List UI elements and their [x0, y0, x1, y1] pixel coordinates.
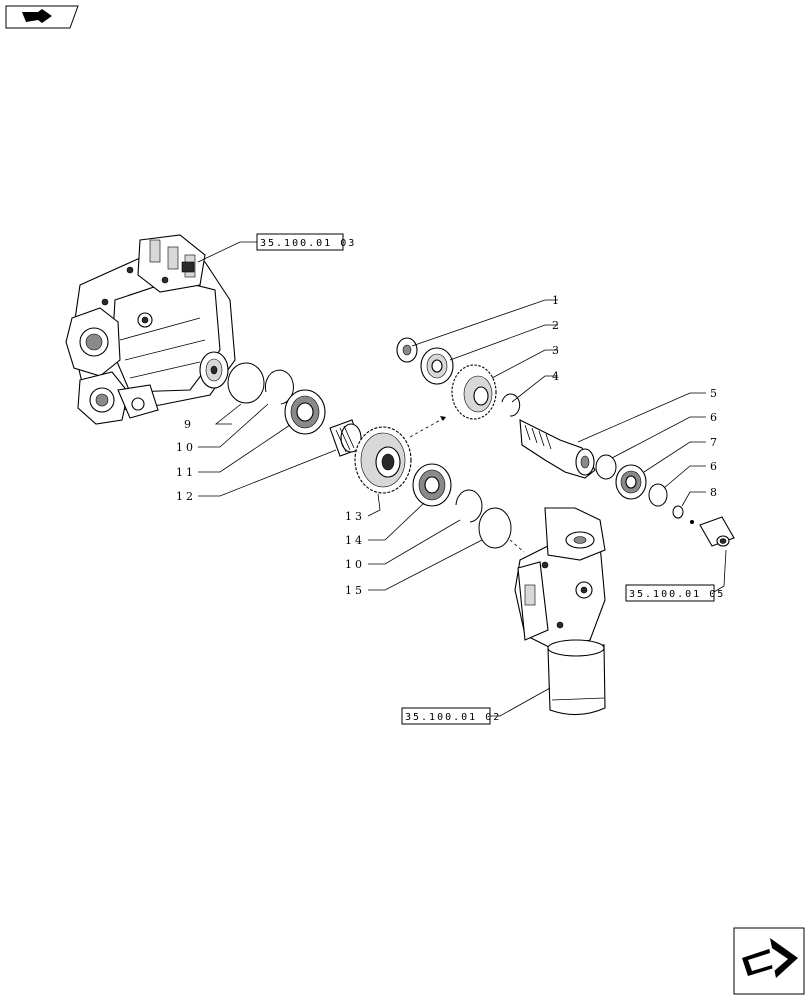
callout-14: 14 — [345, 534, 365, 547]
drive-shaft-5 — [519, 419, 596, 479]
callout-4: 4 — [552, 370, 562, 383]
coupling-sleeve — [690, 516, 735, 547]
filter-valve-assembly — [514, 507, 606, 716]
flip-arrow-icon[interactable] — [5, 5, 79, 29]
callout-9: 9 — [184, 418, 194, 431]
o-ring-15 — [478, 507, 512, 549]
snap-ring-10b — [455, 489, 483, 523]
callout-7: 7 — [710, 436, 720, 449]
callout-1: 1 — [552, 294, 562, 307]
reference-box-right[interactable]: 35.100.01 05 — [625, 584, 725, 602]
callout-3: 3 — [552, 344, 562, 357]
callout-8: 8 — [710, 486, 720, 499]
svg-text:35.100.01 03: 35.100.01 03 — [260, 238, 356, 249]
callout-13: 13 — [345, 510, 365, 523]
needle-bearing-12 — [329, 419, 363, 457]
washer-1 — [396, 337, 418, 363]
o-ring-9 — [227, 362, 265, 404]
callout-15: 15 — [345, 584, 365, 597]
next-page-arrow-icon[interactable] — [733, 927, 805, 995]
svg-text:35.100.01 02: 35.100.01 02 — [405, 712, 501, 723]
callout-10b: 10 — [345, 558, 365, 571]
snap-ring-4 — [501, 393, 521, 417]
callout-5: 5 — [710, 387, 720, 400]
hydraulic-pump-assembly — [65, 234, 236, 425]
snap-ring-6b — [648, 483, 668, 507]
ball-bearing-7 — [615, 464, 647, 500]
spur-gear-13 — [354, 426, 412, 494]
snap-ring-6 — [595, 454, 617, 480]
gear-3 — [451, 364, 497, 420]
ball-bearing-11 — [284, 389, 326, 435]
ball-bearing-14 — [412, 463, 452, 507]
reference-box-top-left[interactable]: 35.100.01 03 — [256, 233, 356, 251]
callout-6: 6 — [710, 411, 720, 424]
svg-text:35.100.01 05: 35.100.01 05 — [629, 589, 725, 600]
washer-8 — [672, 505, 684, 519]
callout-10: 10 — [176, 441, 196, 454]
callout-12: 12 — [176, 490, 196, 503]
callout-11: 11 — [176, 466, 196, 479]
callout-6b: 6 — [710, 460, 720, 473]
bearing-2 — [420, 347, 454, 385]
reference-box-bottom[interactable]: 35.100.01 02 — [401, 707, 501, 725]
callout-2: 2 — [552, 319, 562, 332]
